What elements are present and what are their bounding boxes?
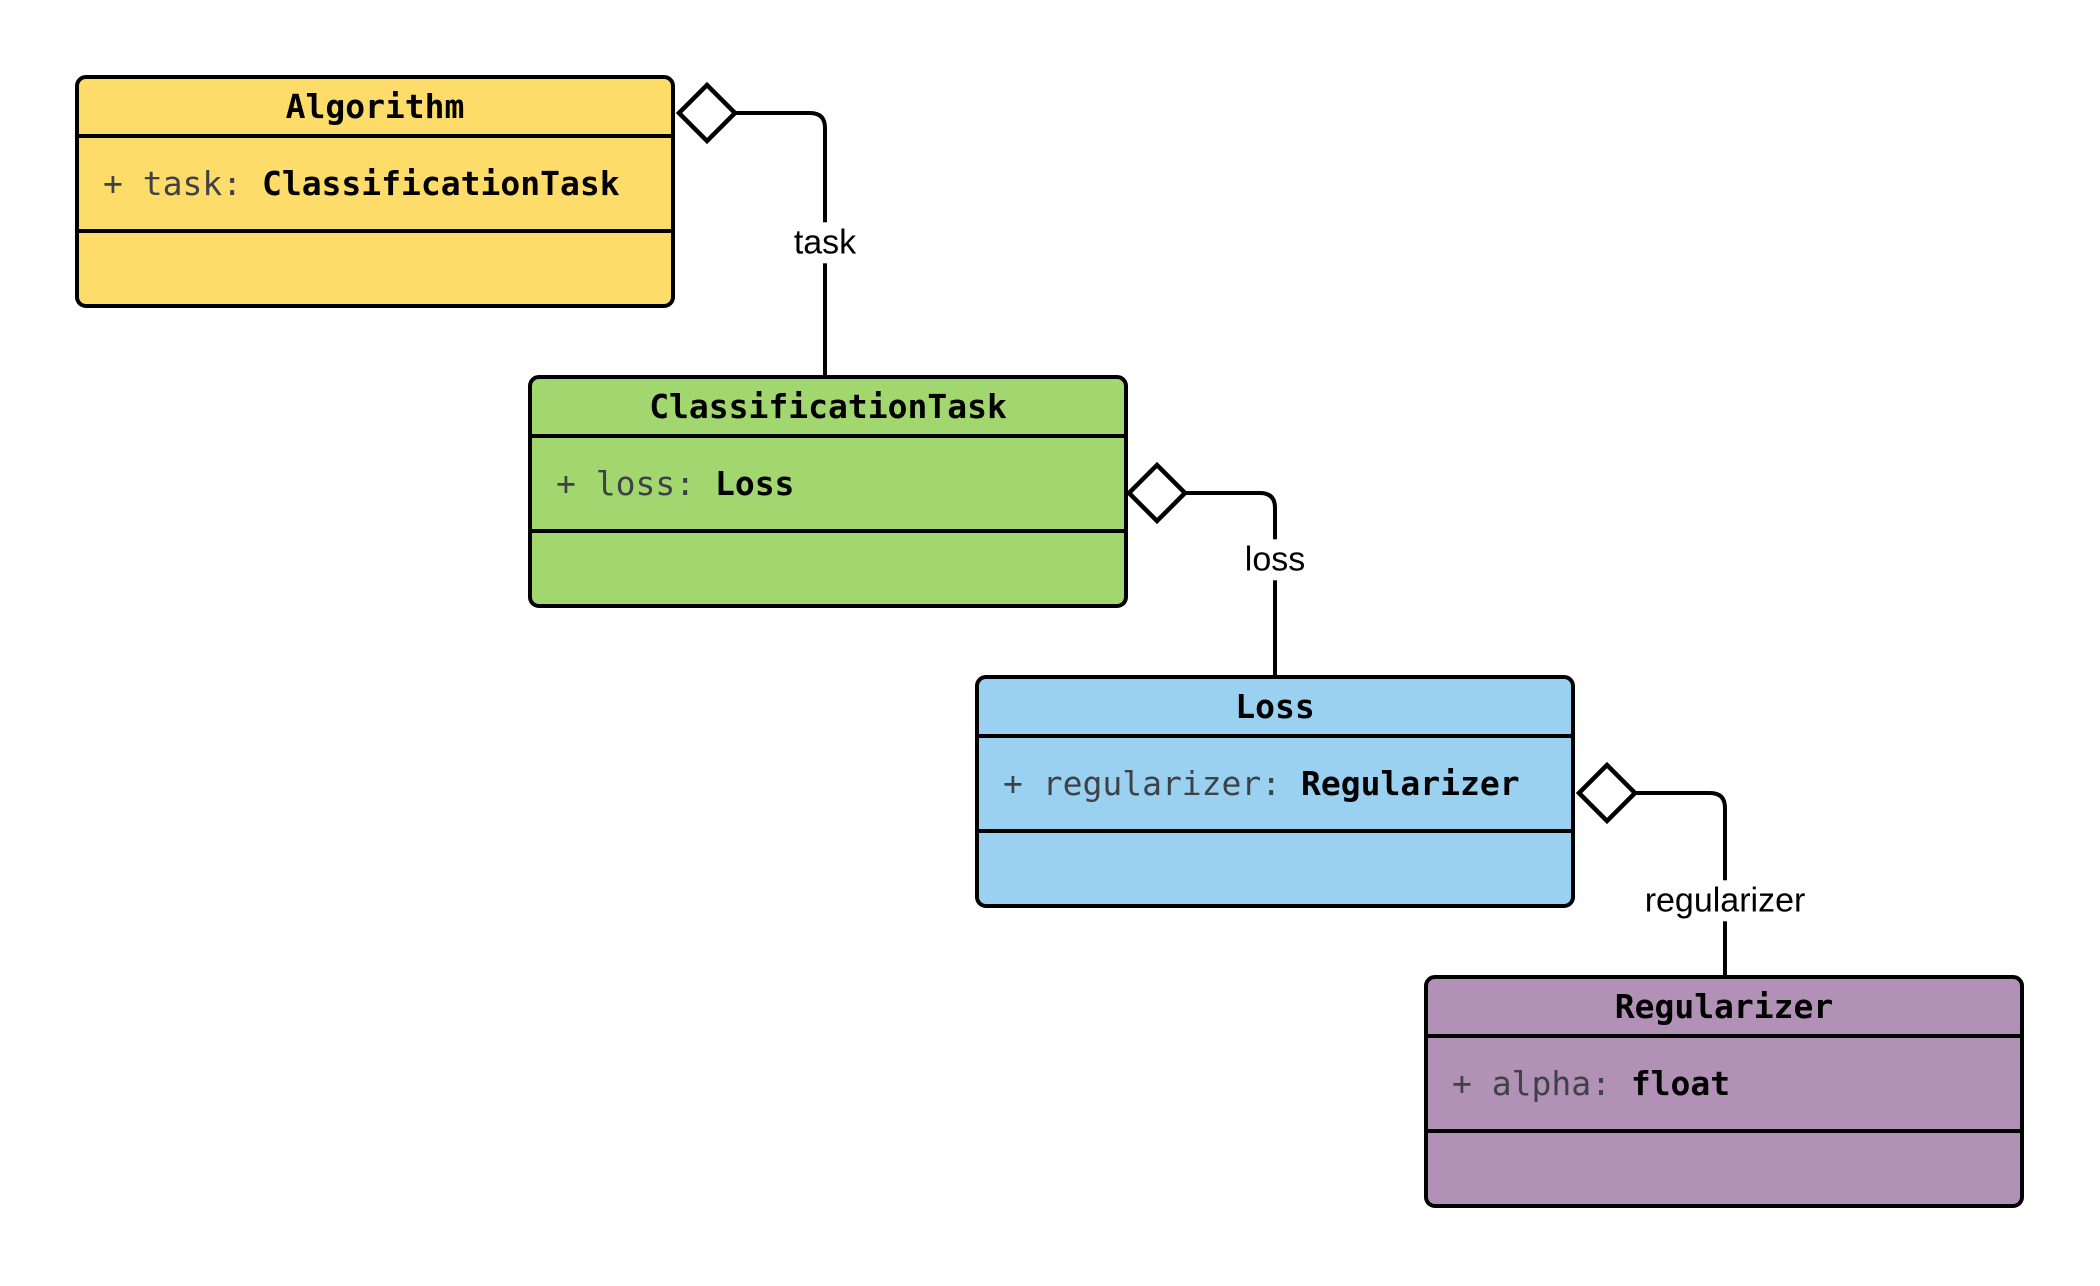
class-methods-compartment <box>979 833 1571 904</box>
edge-label-task: task <box>783 222 867 264</box>
class-name: Loss <box>979 679 1571 738</box>
attribute-type: ClassificationTask <box>261 164 620 203</box>
class-methods-compartment <box>532 533 1124 604</box>
class-box-classificationtask[interactable]: ClassificationTask + loss: Loss <box>528 375 1128 608</box>
aggregation-diamond-task-icon <box>675 81 739 145</box>
class-box-loss[interactable]: Loss + regularizer: Regularizer <box>975 675 1575 908</box>
attribute-type: Loss <box>714 464 795 503</box>
class-box-regularizer[interactable]: Regularizer + alpha: float <box>1424 975 2024 1208</box>
edge-task-line <box>735 111 827 378</box>
edge-loss-line <box>1185 491 1277 678</box>
aggregation-diamond-loss-icon <box>1125 461 1189 525</box>
aggregation-diamond-regularizer-icon <box>1575 761 1639 825</box>
edge-regularizer-line <box>1635 791 1727 978</box>
class-attribute-row: + loss: Loss <box>532 438 1124 533</box>
class-attribute-row: + alpha: float <box>1428 1038 2020 1133</box>
attribute-name: + alpha: <box>1452 1064 1631 1103</box>
attribute-type: Regularizer <box>1301 764 1520 803</box>
attribute-name: + regularizer: <box>1003 764 1302 803</box>
class-methods-compartment <box>79 233 671 304</box>
class-methods-compartment <box>1428 1133 2020 1204</box>
class-name: ClassificationTask <box>532 379 1124 438</box>
edge-label-loss: loss <box>1234 539 1316 581</box>
attribute-name: + task: <box>103 164 262 203</box>
class-name: Algorithm <box>79 79 671 138</box>
class-name: Regularizer <box>1428 979 2020 1038</box>
attribute-type: float <box>1630 1064 1731 1103</box>
edge-label-regularizer: regularizer <box>1634 880 1816 922</box>
class-box-algorithm[interactable]: Algorithm + task: ClassificationTask <box>75 75 675 308</box>
attribute-name: + loss: <box>556 464 715 503</box>
class-attribute-row: + task: ClassificationTask <box>79 138 671 233</box>
class-attribute-row: + regularizer: Regularizer <box>979 738 1571 833</box>
